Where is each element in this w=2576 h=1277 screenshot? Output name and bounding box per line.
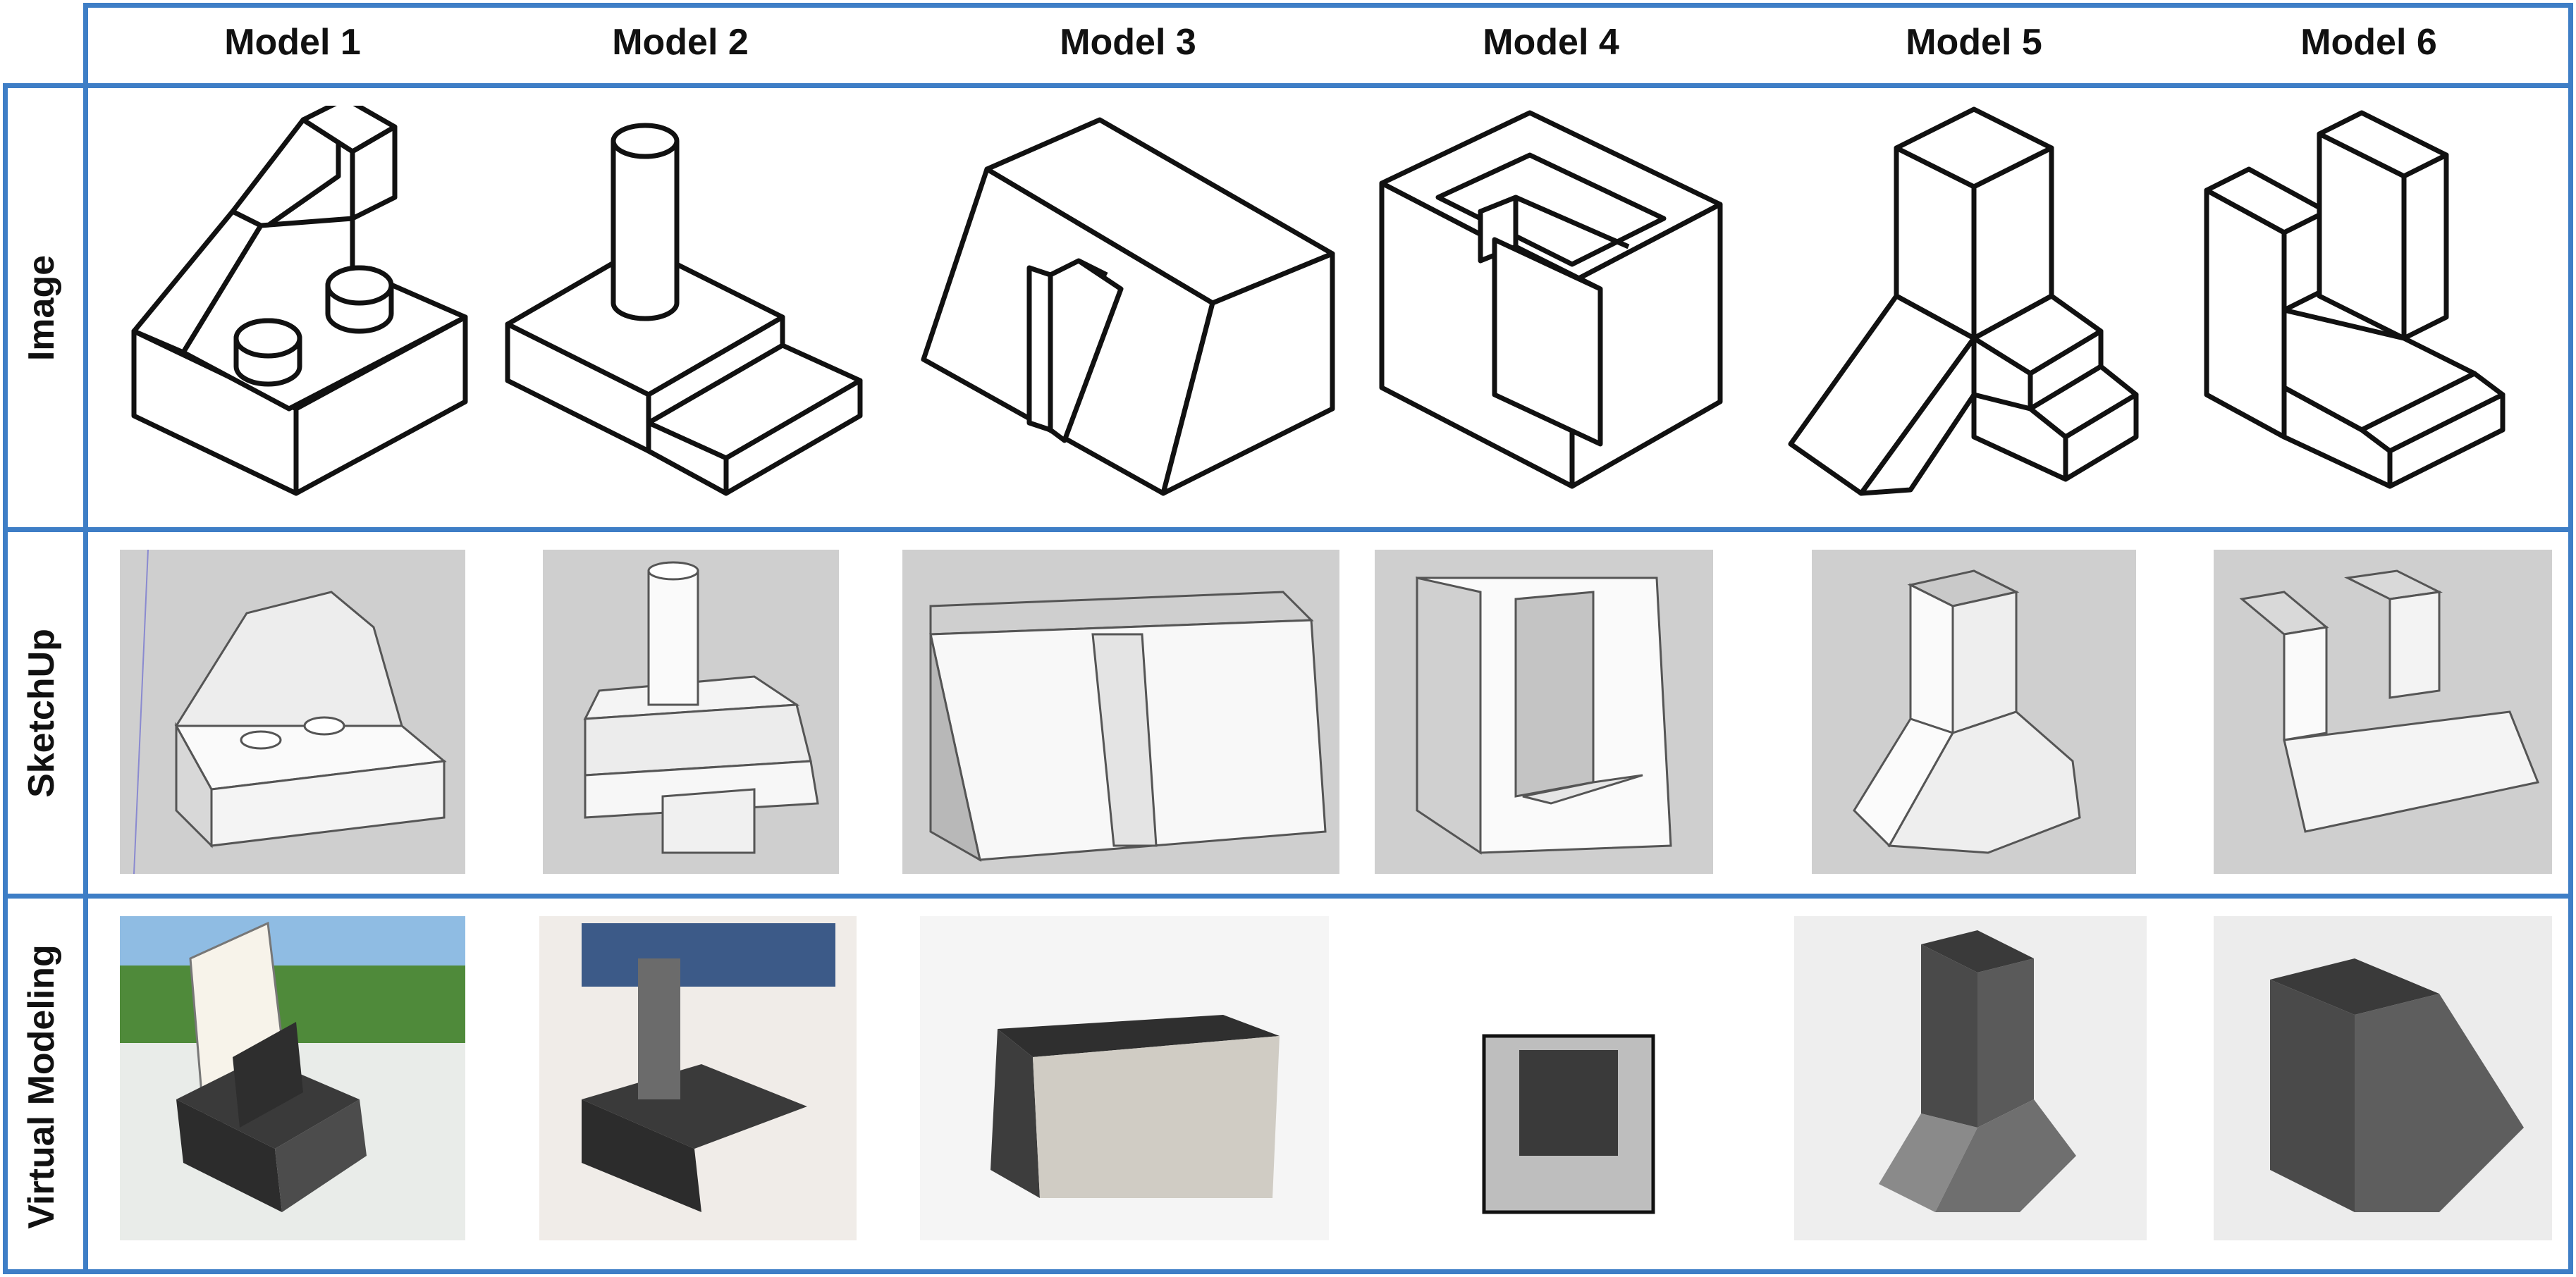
column-header-model-3: Model 3 [1060,22,1196,63]
vr-model-5 [1794,916,2147,1240]
image-model-5 [1784,106,2164,500]
sketchup-model-5 [1812,550,2136,874]
image-model-3 [916,106,1339,500]
image-model-4 [1375,106,1741,500]
image-model-6 [2200,106,2538,500]
image-model-2 [501,106,867,500]
row-label-sketchup: SketchUp [0,532,83,894]
row-label-image-text: Image [21,254,63,361]
row-label-image: Image [0,88,83,527]
row-label-virtual-modeling-text: Virtual Modeling [21,944,63,1229]
row-label-sketchup-text: SketchUp [21,628,62,798]
sketchup-model-2 [543,550,839,874]
sketchup-model-1 [120,550,465,874]
column-header-model-6: Model 6 [2300,22,2437,63]
sketchup-model-3 [902,550,1339,874]
divider-sketchup-row [3,894,2573,899]
vr-model-6 [2214,916,2552,1240]
vr-model-2 [539,916,857,1240]
sketchup-model-4 [1375,550,1713,874]
divider-header [3,83,2573,88]
column-header-model-1: Model 1 [224,22,361,63]
divider-image-row [3,527,2573,532]
vr-model-3 [920,916,1329,1240]
column-header-model-5: Model 5 [1906,22,2042,63]
vr-model-4 [1378,916,1731,1240]
sketchup-model-6 [2214,550,2552,874]
column-header-model-4: Model 4 [1483,22,1619,63]
vr-model-1 [120,916,465,1240]
column-header-model-2: Model 2 [612,22,749,63]
row-label-virtual-modeling: Virtual Modeling [0,899,83,1274]
image-model-1 [127,106,479,500]
